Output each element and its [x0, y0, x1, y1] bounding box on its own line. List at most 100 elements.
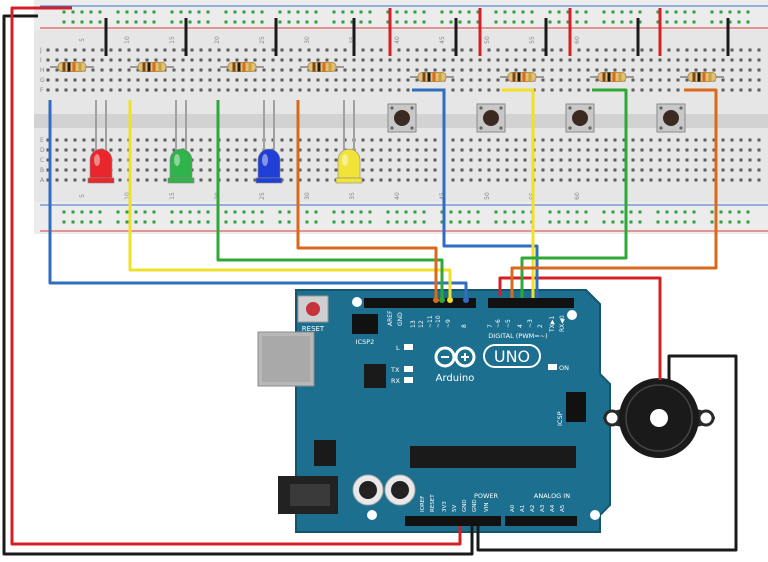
- breadboard-hole: [694, 48, 698, 52]
- breadboard-hole: [757, 48, 761, 52]
- rail-hole: [314, 10, 318, 14]
- breadboard-hole: [82, 158, 86, 162]
- power-pin-label: 5V: [452, 505, 458, 512]
- push-button-1[interactable]: [387, 103, 417, 133]
- breadboard-hole: [406, 88, 410, 92]
- breadboard-hole: [658, 78, 662, 82]
- breadboard-hole: [55, 158, 59, 162]
- breadboard-hole: [559, 78, 563, 82]
- rail-hole: [386, 220, 390, 224]
- wire-button-3: [520, 88, 628, 298]
- breadboard-hole: [451, 88, 455, 92]
- rail-hole: [566, 20, 570, 24]
- breadboard-hole: [586, 48, 590, 52]
- breadboard-hole: [523, 58, 527, 62]
- rail-hole: [71, 20, 75, 24]
- breadboard-hole: [478, 68, 482, 72]
- breadboard-hole: [712, 168, 716, 172]
- breadboard-hole: [64, 78, 68, 82]
- breadboard-hole: [379, 58, 383, 62]
- breadboard-hole: [379, 88, 383, 92]
- breadboard-hole: [217, 68, 221, 72]
- breadboard-hole: [316, 148, 320, 152]
- breadboard-hole: [199, 68, 203, 72]
- rail-hole: [242, 20, 246, 24]
- breadboard-hole: [253, 138, 257, 142]
- breadboard-hole: [433, 178, 437, 182]
- breadboard-hole: [460, 178, 464, 182]
- push-button-2[interactable]: [476, 103, 506, 133]
- breadboard-hole: [631, 168, 635, 172]
- rail-hole: [233, 210, 237, 214]
- breadboard-hole: [541, 78, 545, 82]
- breadboard-hole: [505, 138, 509, 142]
- rail-hole: [503, 20, 507, 24]
- breadboard-hole: [460, 158, 464, 162]
- breadboard-hole: [559, 148, 563, 152]
- breadboard-hole: [721, 138, 725, 142]
- rail-hole: [62, 10, 66, 14]
- rail-hole: [476, 210, 480, 214]
- rail-hole: [71, 220, 75, 224]
- breadboard-hole: [64, 48, 68, 52]
- breadboard-hole: [307, 48, 311, 52]
- breadboard-hole: [262, 78, 266, 82]
- breadboard-hole: [379, 168, 383, 172]
- atmega-chip: [410, 446, 576, 468]
- rail-hole: [566, 10, 570, 14]
- breadboard-hole: [550, 68, 554, 72]
- led-blue: [255, 100, 283, 184]
- breadboard-hole: [667, 168, 671, 172]
- breadboard-hole: [748, 178, 752, 182]
- breadboard-hole: [460, 138, 464, 142]
- breadboard-hole: [658, 58, 662, 62]
- breadboard-hole: [541, 158, 545, 162]
- rail-hole: [548, 210, 552, 214]
- breadboard-hole: [163, 78, 167, 82]
- breadboard-hole: [631, 148, 635, 152]
- rail-hole: [116, 20, 120, 24]
- breadboard-hole: [190, 78, 194, 82]
- breadboard-hole: [370, 68, 374, 72]
- breadboard-hole: [514, 68, 518, 72]
- breadboard-hole: [721, 48, 725, 52]
- breadboard-hole: [91, 88, 95, 92]
- rail-hole: [152, 210, 156, 214]
- breadboard-hole: [136, 88, 140, 92]
- breadboard-hole: [748, 48, 752, 52]
- breadboard-hole: [478, 88, 482, 92]
- breadboard-hole: [604, 158, 608, 162]
- breadboard-hole: [487, 78, 491, 82]
- breadboard-hole: [694, 158, 698, 162]
- breadboard-hole: [325, 48, 329, 52]
- breadboard-hole: [190, 48, 194, 52]
- breadboard-hole: [550, 168, 554, 172]
- breadboard-hole: [442, 48, 446, 52]
- column-number: 35: [349, 192, 356, 200]
- rail-hole: [116, 10, 120, 14]
- breadboard-hole: [496, 168, 500, 172]
- breadboard-hole: [82, 48, 86, 52]
- rail-hole: [224, 20, 228, 24]
- breadboard-hole: [712, 148, 716, 152]
- breadboard-hole: [316, 48, 320, 52]
- breadboard-hole: [181, 78, 185, 82]
- breadboard-hole: [622, 138, 626, 142]
- wires: [2, 6, 738, 556]
- reset-button-cap[interactable]: [306, 302, 320, 316]
- rail-hole: [557, 10, 561, 14]
- power-pin-label: GND: [472, 499, 478, 512]
- push-button-4[interactable]: [656, 103, 686, 133]
- breadboard-hole: [226, 48, 230, 52]
- breadboard-hole: [667, 48, 671, 52]
- rail-hole: [71, 10, 75, 14]
- breadboard-hole: [181, 88, 185, 92]
- breadboard-hole: [244, 178, 248, 182]
- breadboard-hole: [739, 78, 743, 82]
- breadboard-hole: [559, 138, 563, 142]
- push-button-3[interactable]: [565, 103, 595, 133]
- breadboard-hole: [550, 178, 554, 182]
- breadboard-hole: [118, 58, 122, 62]
- pin-end-11: [433, 297, 439, 303]
- row-letter: J: [39, 47, 42, 54]
